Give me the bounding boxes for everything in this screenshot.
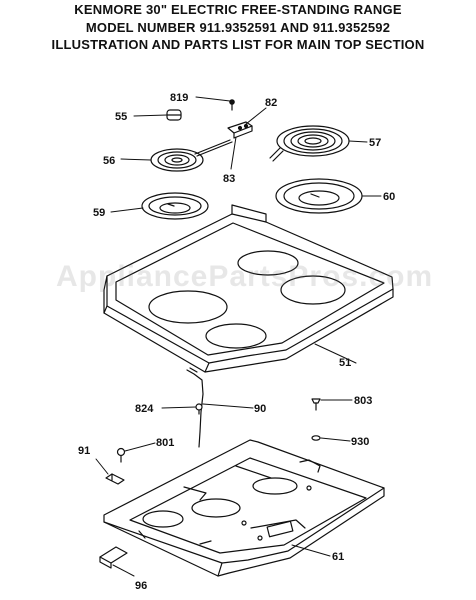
part-803-screw: [311, 398, 321, 411]
part-61-burner-box: [103, 439, 385, 577]
label-803: 803: [354, 395, 372, 407]
label-819: 819: [170, 92, 188, 104]
label-56: 56: [103, 155, 115, 167]
label-82: 82: [265, 97, 277, 109]
part-57-large-element: [269, 125, 350, 162]
part-55-cap: [166, 109, 182, 121]
part-91-bracket: [105, 473, 125, 485]
label-83: 83: [223, 173, 235, 185]
part-930-clip: [311, 435, 321, 441]
label-90: 90: [254, 403, 266, 415]
label-824: 824: [135, 403, 154, 415]
label-930: 930: [351, 436, 369, 448]
page-title: KENMORE 30" ELECTRIC FREE-STANDING RANGE…: [0, 0, 476, 56]
part-60-large-drip-pan: [275, 178, 363, 214]
part-819-screw: [229, 99, 235, 111]
title-line-2: MODEL NUMBER 911.9352591 AND 911.9352592: [85, 20, 391, 35]
label-61: 61: [332, 551, 344, 563]
part-96-clip: [99, 546, 128, 569]
label-51: 51: [339, 357, 351, 369]
part-801-screw: [116, 447, 126, 463]
title-line-1: KENMORE 30" ELECTRIC FREE-STANDING RANGE: [74, 2, 402, 17]
part-51-main-top: [103, 204, 394, 373]
leader-lines: [95, 96, 382, 577]
label-60: 60: [383, 191, 395, 203]
label-96: 96: [135, 580, 147, 592]
label-59: 59: [93, 207, 105, 219]
label-91: 91: [78, 445, 90, 457]
title-line-3: ILLUSTRATION AND PARTS LIST FOR MAIN TOP…: [51, 37, 425, 52]
label-801: 801: [156, 437, 174, 449]
part-90-rod: [186, 367, 204, 448]
part-56-small-element: [150, 139, 233, 172]
part-82-terminal-block: [227, 121, 253, 139]
label-55: 55: [115, 111, 127, 123]
part-59-small-drip-pan: [141, 192, 209, 220]
label-57: 57: [369, 137, 381, 149]
